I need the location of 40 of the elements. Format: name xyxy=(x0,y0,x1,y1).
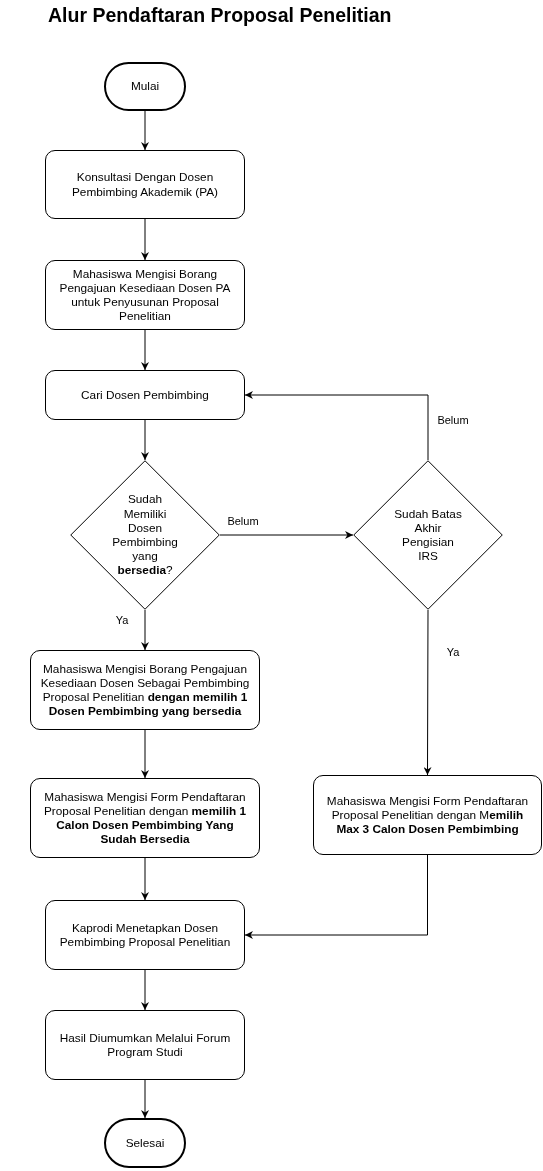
node-text: Mahasiswa Mengisi Borang Pengajuan Kesediaan Dosen PA untuk Penyusunan Proposal Penelitian xyxy=(58,266,232,324)
arrow xyxy=(244,854,428,939)
arrow xyxy=(141,218,149,261)
decision-diamond xyxy=(353,460,503,610)
arrow xyxy=(141,1079,149,1119)
arrow xyxy=(141,609,149,651)
node-text: Cari Dosen Pembimbing xyxy=(81,387,209,403)
arrow xyxy=(141,329,149,371)
node-text: Mahasiswa Mengisi Form Pendaftaran Proposal Penelitian dengan Memilih Max 3 Calon Dosen Pembimbing xyxy=(325,793,530,837)
arrow xyxy=(141,857,149,901)
process-box xyxy=(30,650,260,730)
node-text: Sudah Memiliki Dosen Pembimbing yang bersedia? xyxy=(111,492,179,578)
node-text: Hasil Diumumkan Melalui Forum Program Studi xyxy=(58,1030,232,1060)
process-box xyxy=(30,778,260,858)
edge-label: Ya xyxy=(114,614,130,626)
process-box xyxy=(45,900,245,970)
node-text: Konsultasi Dengan Dosen Pembimbing Akademik (PA) xyxy=(71,170,219,199)
arrow xyxy=(141,419,149,461)
process-box xyxy=(313,775,542,855)
arrow xyxy=(244,391,429,461)
arrow xyxy=(141,110,149,151)
node-text: Mahasiswa Mengisi Form Pendaftaran Proposal Penelitian dengan memilih 1 Calon Dosen Pembimbing Yang Sudah Bersedia xyxy=(43,789,247,847)
edge-label: Belum xyxy=(226,515,260,527)
node-text: Kaprodi Menetapkan Dosen Pembimbing Proposal Penelitian xyxy=(58,920,232,950)
node-text: Selesai xyxy=(125,1135,165,1151)
diagram-title: Alur Pendaftaran Proposal Penelitian xyxy=(48,4,392,27)
arrow xyxy=(141,729,149,779)
process-box xyxy=(45,260,245,330)
arrow xyxy=(423,609,432,776)
decision-diamond xyxy=(70,460,220,610)
node-text: Sudah Batas Akhir Pengisian IRS xyxy=(393,506,463,564)
node-text: Mulai xyxy=(130,79,160,94)
arrow xyxy=(141,969,149,1011)
arrow xyxy=(219,531,354,539)
process-box xyxy=(45,150,245,219)
node-text: Mahasiswa Mengisi Borang Pengajuan Kesediaan Dosen Sebagai Pembimbing Proposal Penelitian dengan memilih 1 Dosen Pembimbing yang bersedia xyxy=(39,661,251,719)
edge-label: Belum xyxy=(436,414,470,426)
process-box xyxy=(45,370,245,420)
process-box xyxy=(45,1010,245,1080)
edge-label: Ya xyxy=(445,646,461,658)
